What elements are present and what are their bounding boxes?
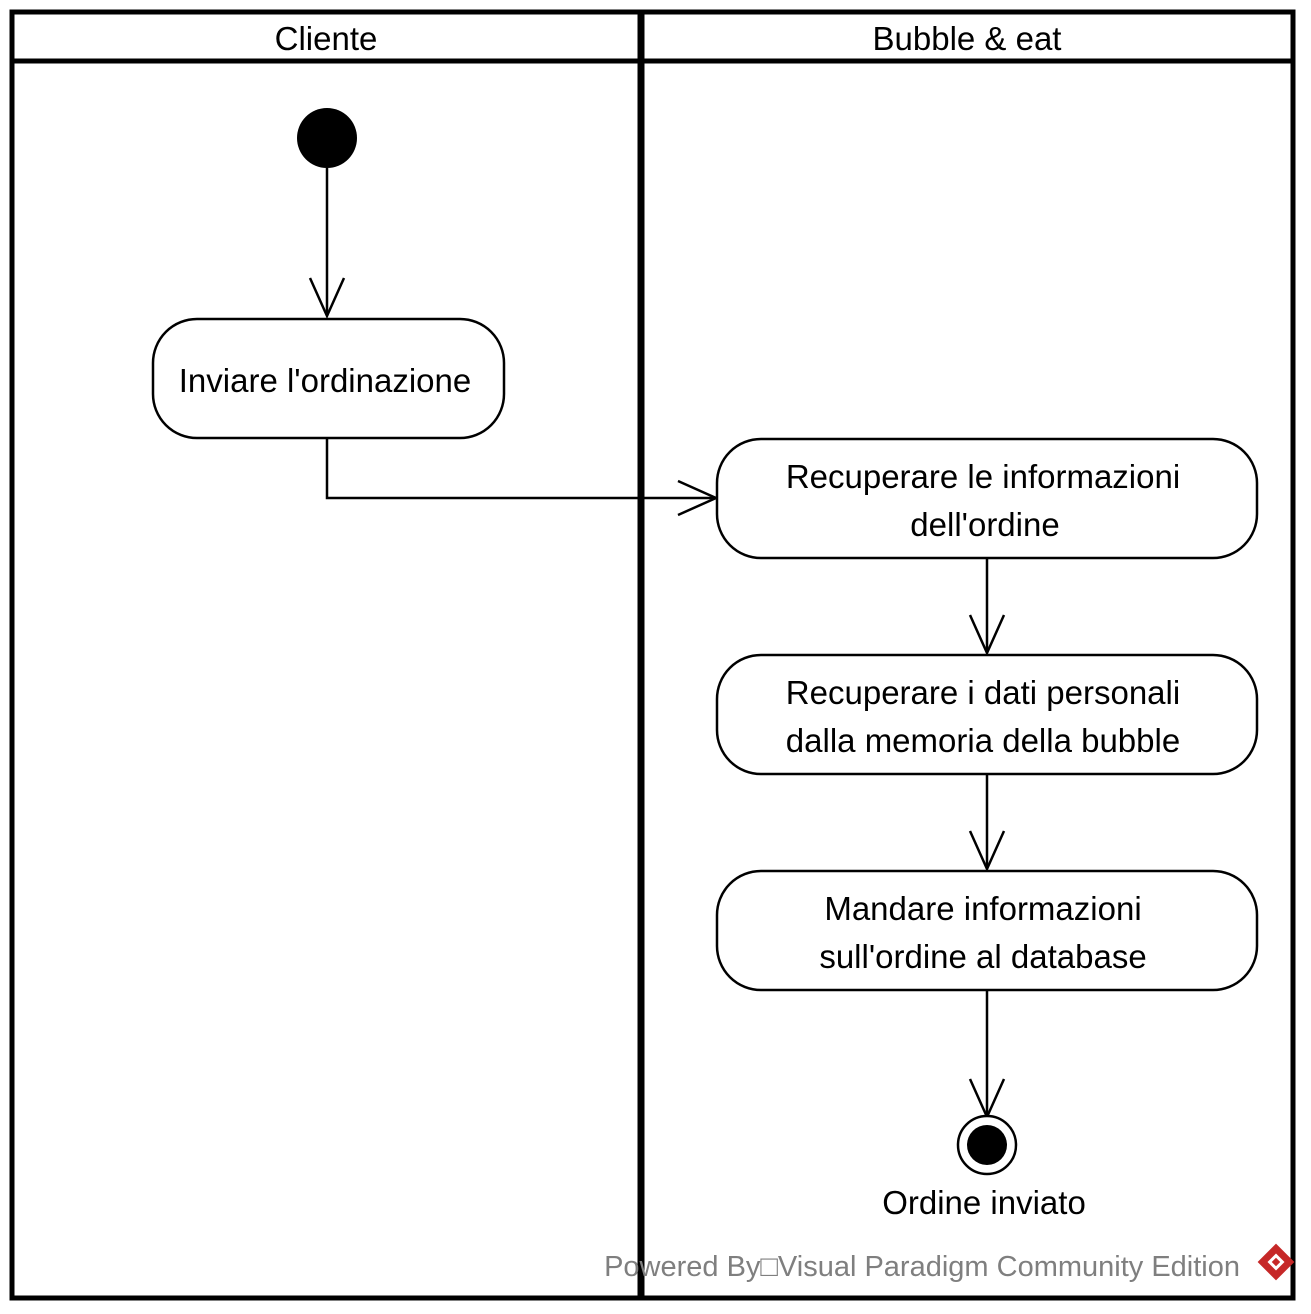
- swimlane-frame: [9, 9, 1296, 1301]
- visual-paradigm-logo-icon: [1257, 1243, 1295, 1281]
- action-label-line-2: dell'ordine: [910, 506, 1059, 543]
- action-inviare-ordinazione[interactable]: Inviare l'ordinazione: [151, 317, 506, 440]
- flow-initial-to-inviare[interactable]: [308, 168, 346, 320]
- final-node-dot: [967, 1125, 1007, 1165]
- activity-final-node[interactable]: [956, 1114, 1018, 1176]
- action-label-line-1: Mandare informazioni: [824, 890, 1141, 927]
- flow-inviare-to-recuperare-info[interactable]: [325, 439, 720, 517]
- flow-recuperare-dati-to-mandare[interactable]: [968, 775, 1006, 873]
- lane-outer-border: [9, 9, 1296, 1301]
- lane-title-bubble-eat: Bubble & eat: [873, 20, 1062, 57]
- flow-recuperare-info-to-recuperare-dati[interactable]: [968, 559, 1006, 657]
- watermark-text: Powered By□Visual Paradigm Community Edi…: [604, 1251, 1240, 1283]
- flow-mandare-to-final[interactable]: [968, 991, 1006, 1121]
- final-node-label: Ordine inviato: [882, 1184, 1086, 1221]
- action-box: [151, 317, 506, 440]
- action-label-line-1: Recuperare i dati personali: [786, 674, 1180, 711]
- action-label-line-2: dalla memoria della bubble: [786, 722, 1180, 759]
- action-box: [715, 437, 1259, 560]
- action-recuperare-dati-personali[interactable]: Recuperare i dati personali dalla memori…: [715, 653, 1259, 776]
- action-label-line-2: sull'ordine al database: [819, 938, 1146, 975]
- action-box: [715, 869, 1259, 992]
- action-label-line-1: Recuperare le informazioni: [786, 458, 1180, 495]
- action-box: [715, 653, 1259, 776]
- initial-node[interactable]: [297, 108, 357, 168]
- action-mandare-informazioni[interactable]: Mandare informazioni sull'ordine al data…: [715, 869, 1259, 992]
- lane-title-cliente: Cliente: [275, 20, 378, 57]
- action-recuperare-informazioni[interactable]: Recuperare le informazioni dell'ordine: [715, 437, 1259, 560]
- action-label: Inviare l'ordinazione: [179, 362, 471, 399]
